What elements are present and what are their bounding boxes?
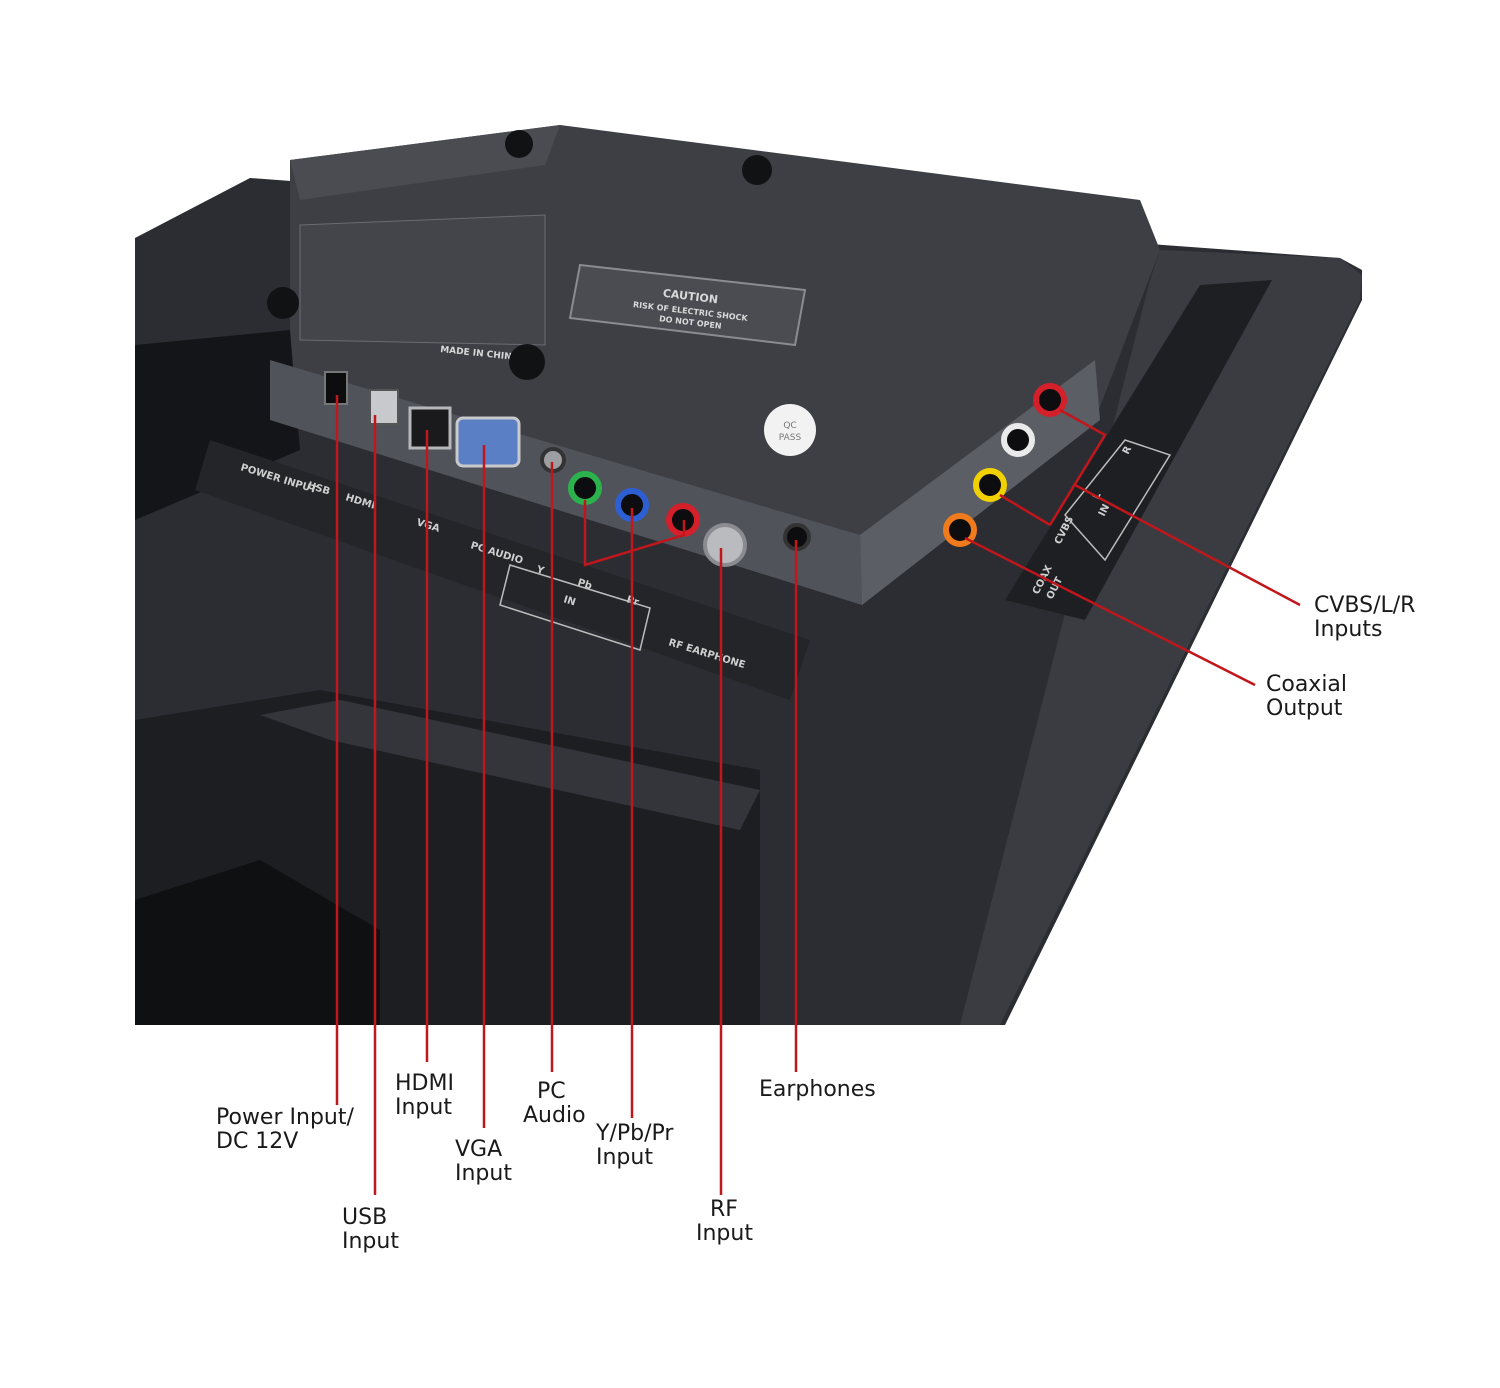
ypbpr-silk-box	[499, 564, 651, 651]
silk-in: IN	[562, 594, 577, 608]
l-jack-white	[1001, 423, 1035, 457]
cvbs-silk-box	[1064, 439, 1172, 562]
callout-vga-line2: Input	[455, 1161, 512, 1186]
stand-neck	[260, 700, 760, 830]
leader-cvbs-r	[1048, 408, 1107, 526]
left-cavity	[135, 330, 300, 520]
qc-sticker-line-2: PASS	[779, 433, 802, 443]
label-panel	[195, 440, 810, 700]
callout-cvbs: CVBS/L/R Inputs	[1314, 594, 1415, 642]
callout-usb: USB Input	[342, 1206, 399, 1254]
callout-ypbpr-line2: Input	[596, 1145, 653, 1170]
callout-usb-line2: Input	[342, 1229, 399, 1254]
callout-rf-line1: RF	[710, 1197, 738, 1222]
r-jack-red	[1033, 383, 1067, 417]
callout-ypbpr: Y/Pb/Pr Input	[596, 1122, 673, 1170]
vga-port	[455, 416, 521, 468]
callout-vga-line1: VGA	[455, 1137, 503, 1162]
callout-power-line1: Power Input/	[216, 1105, 354, 1130]
y-jack-green	[568, 471, 602, 505]
coax-jack-orange	[943, 513, 977, 547]
callout-rf: RF Input	[696, 1198, 753, 1246]
side-panel	[1005, 280, 1272, 620]
qc-pass-sticker: QC PASS	[764, 404, 816, 456]
leader-cvbs	[1074, 483, 1301, 607]
callout-coaxial: Coaxial Output	[1266, 673, 1347, 721]
callout-pc-audio-line2: Audio	[523, 1103, 586, 1128]
qc-sticker-line-1: QC	[783, 421, 796, 431]
rating-plate	[299, 214, 546, 346]
rf-connector	[703, 523, 747, 567]
callout-usb-line1: USB	[342, 1205, 388, 1230]
stand-block	[135, 860, 380, 1025]
leader-ypbpr	[583, 500, 686, 567]
callout-rf-line2: Input	[696, 1221, 753, 1246]
callout-cvbs-line2: Inputs	[1314, 617, 1383, 642]
callout-ypbpr-line1: Y/Pb/Pr	[596, 1121, 674, 1146]
callout-lines	[335, 395, 1301, 1195]
silk-side-in: IN	[1097, 503, 1112, 519]
top-housing-face	[290, 125, 560, 200]
leader-coax	[964, 536, 1256, 687]
cvbs-jack-yellow	[973, 468, 1007, 502]
rubber-feet	[267, 130, 772, 380]
callout-earphones: Earphones	[759, 1078, 876, 1102]
callout-pc-audio: PC Audio	[523, 1080, 586, 1128]
callout-hdmi-line1: HDMI	[395, 1071, 454, 1096]
callout-vga: VGA Input	[455, 1138, 512, 1186]
callout-pc-audio-line1: PC	[537, 1079, 566, 1104]
callout-earphones-line1: Earphones	[759, 1077, 876, 1102]
leader-cvbs-y	[999, 493, 1051, 527]
caution-label: CAUTION RISK OF ELECTRIC SHOCK DO NOT OP…	[568, 263, 807, 347]
callout-cvbs-line1: CVBS/L/R	[1314, 593, 1416, 618]
callout-coaxial-line1: Coaxial	[1266, 672, 1348, 697]
callout-power: Power Input/ DC 12V	[216, 1106, 354, 1154]
silk-y: Y	[534, 564, 546, 577]
silk-pb: Pb	[576, 577, 593, 592]
callout-hdmi-line2: Input	[395, 1095, 452, 1120]
callout-power-line2: DC 12V	[216, 1129, 299, 1154]
callout-hdmi: HDMI Input	[395, 1072, 454, 1120]
hdmi-port	[408, 406, 452, 450]
callout-coaxial-line2: Output	[1266, 696, 1343, 721]
